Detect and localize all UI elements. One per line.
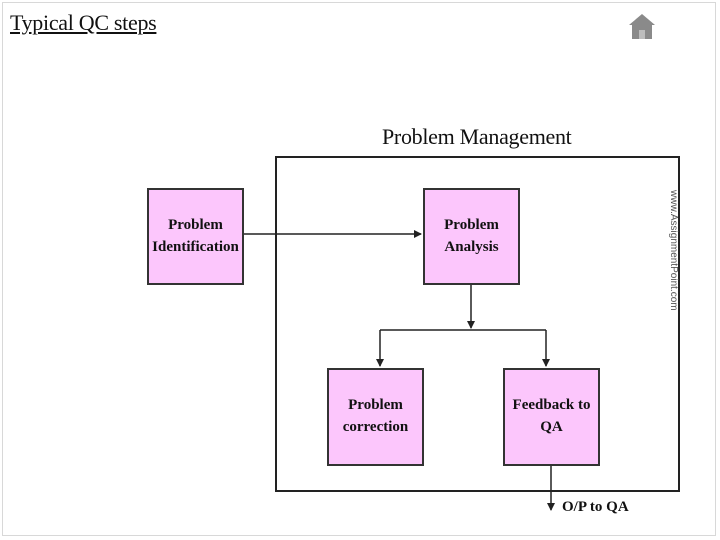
node-problem-analysis: Problem Analysis: [423, 188, 520, 285]
group-title: Problem Management: [382, 124, 572, 149]
node-problem-correction: Problem correction: [327, 368, 424, 466]
home-button[interactable]: [628, 12, 656, 42]
home-icon: [629, 14, 655, 39]
problem-management-group: [275, 156, 680, 492]
node-problem-identification: Problem Identification: [147, 188, 244, 285]
slide-title: Typical QC steps: [10, 10, 157, 35]
node-feedback-to-qa: Feedback to QA: [503, 368, 600, 466]
output-label: O/P to QA: [562, 499, 629, 515]
watermark: www.AssignmentPoint.com: [668, 190, 679, 311]
